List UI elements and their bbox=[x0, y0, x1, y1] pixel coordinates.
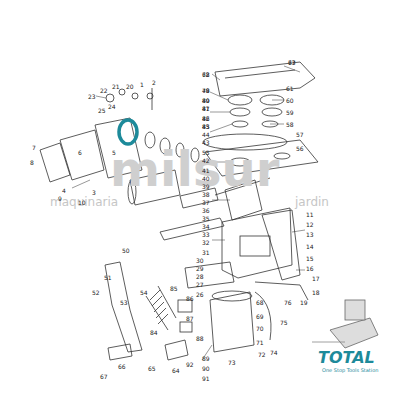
callout-number: 14 bbox=[306, 244, 314, 250]
callout-number: 1 bbox=[140, 82, 144, 88]
callout-number: 92 bbox=[186, 362, 194, 368]
callout-number: 34 bbox=[202, 224, 210, 230]
callout-number: 86 bbox=[186, 296, 194, 302]
callout-number: 80 bbox=[202, 98, 210, 104]
callout-number: 56 bbox=[296, 146, 304, 152]
callout-number: 89 bbox=[202, 356, 210, 362]
callout-number: 59 bbox=[286, 110, 294, 116]
callout-number: 3 bbox=[92, 190, 96, 196]
callout-number: 7 bbox=[32, 145, 36, 151]
callout-number: 13 bbox=[306, 232, 314, 238]
callout-number: 79 bbox=[202, 88, 210, 94]
callout-number: 84 bbox=[150, 330, 158, 336]
callout-number: 51 bbox=[104, 275, 112, 281]
callout-number: 65 bbox=[148, 366, 156, 372]
callout-number: 75 bbox=[280, 320, 288, 326]
callout-number: 70 bbox=[256, 326, 264, 332]
callout-number: 82 bbox=[202, 116, 210, 122]
callout-number: 17 bbox=[312, 276, 320, 282]
callout-number: 67 bbox=[100, 374, 108, 380]
callout-number: 27 bbox=[196, 282, 204, 288]
callout-number: 40 bbox=[202, 176, 210, 182]
callout-number: 88 bbox=[196, 336, 204, 342]
callout-number: 5 bbox=[112, 150, 116, 156]
callout-number: 54 bbox=[140, 290, 148, 296]
callout-number: 69 bbox=[256, 314, 264, 320]
callout-number: 31 bbox=[202, 250, 210, 256]
callout-number: 37 bbox=[202, 200, 210, 206]
callout-number: 85 bbox=[170, 286, 178, 292]
callout-number: 66 bbox=[118, 364, 126, 370]
callout-number: 9 bbox=[58, 196, 62, 202]
callout-number: 55 bbox=[202, 150, 210, 156]
brand-tagline: One Stop Tools Station bbox=[322, 368, 378, 373]
callout-number: 15 bbox=[306, 256, 314, 262]
callout-number: 78 bbox=[202, 72, 210, 78]
callout-number: 64 bbox=[172, 368, 180, 374]
callout-number: 36 bbox=[202, 208, 210, 214]
callout-number: 21 bbox=[112, 84, 120, 90]
callout-number: 90 bbox=[202, 366, 210, 372]
callout-number: 44 bbox=[202, 132, 210, 138]
callout-number: 28 bbox=[196, 274, 204, 280]
callout-number: 39 bbox=[202, 184, 210, 190]
callout-number: 6 bbox=[78, 150, 82, 156]
callout-number: 2 bbox=[152, 80, 156, 86]
callout-number: 8 bbox=[30, 160, 34, 166]
callout-number: 19 bbox=[300, 300, 308, 306]
callout-number: 23 bbox=[88, 94, 96, 100]
callout-number: 60 bbox=[286, 98, 294, 104]
callout-number: 72 bbox=[258, 352, 266, 358]
brand-logo: TOTAL bbox=[318, 350, 375, 366]
callout-number: 33 bbox=[202, 232, 210, 238]
callout-number: 4 bbox=[62, 188, 66, 194]
callout-number: 35 bbox=[202, 216, 210, 222]
callout-number: 12 bbox=[306, 222, 314, 228]
callout-number: 32 bbox=[202, 240, 210, 246]
callout-number: 29 bbox=[196, 266, 204, 272]
callout-number: 53 bbox=[120, 300, 128, 306]
callout-number: 61 bbox=[286, 86, 294, 92]
watermark-text: jardin bbox=[295, 196, 329, 208]
callout-number: 41 bbox=[202, 168, 210, 174]
callout-number: 77 bbox=[288, 60, 296, 66]
callout-number: 68 bbox=[256, 300, 264, 306]
callout-number: 50 bbox=[122, 248, 130, 254]
callout-number: 43 bbox=[202, 140, 210, 146]
callout-number: 52 bbox=[92, 290, 100, 296]
callout-number: 16 bbox=[306, 266, 314, 272]
callout-number: 73 bbox=[228, 360, 236, 366]
callout-number: 91 bbox=[202, 376, 210, 382]
callout-number: 57 bbox=[296, 132, 304, 138]
callout-number: 83 bbox=[202, 124, 210, 130]
callout-number: 24 bbox=[108, 104, 116, 110]
watermark-text: milsur bbox=[110, 145, 279, 193]
callout-number: 71 bbox=[256, 340, 264, 346]
callout-number: 11 bbox=[306, 212, 314, 218]
callout-number: 81 bbox=[202, 106, 210, 112]
callout-number: 58 bbox=[286, 122, 294, 128]
callout-number: 18 bbox=[312, 290, 320, 296]
callout-number: 22 bbox=[100, 88, 108, 94]
callout-number: 87 bbox=[186, 316, 194, 322]
callout-number: 30 bbox=[196, 258, 204, 264]
callout-number: 20 bbox=[126, 84, 134, 90]
callout-number: 25 bbox=[98, 108, 106, 114]
callout-number: 42 bbox=[202, 158, 210, 164]
callout-number: 76 bbox=[284, 300, 292, 306]
callout-number: 26 bbox=[196, 292, 204, 298]
callout-number: 38 bbox=[202, 192, 210, 198]
callout-number: 74 bbox=[270, 350, 278, 356]
callout-number: 10 bbox=[78, 200, 86, 206]
